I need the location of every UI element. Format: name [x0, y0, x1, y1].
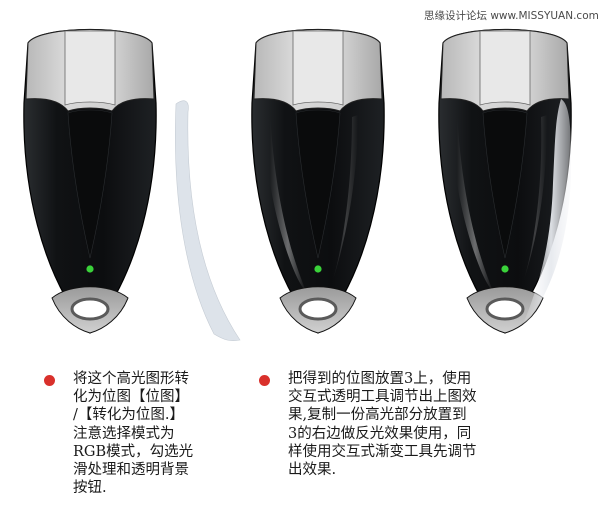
highlight-shape [175, 100, 241, 342]
note-text: 把得到的位图放置3上，使用 交互式透明工具调节出上图效 果,复制一份高光部分放置… [288, 371, 477, 479]
note-step-1: 将这个高光图形转 化为位图【位图】 /【转化为位图.】 注意选择模式为 RGB模… [44, 370, 254, 497]
illustration [22, 28, 573, 342]
watermark: 思缘设计论坛 www.MISSYUAN.com [424, 10, 599, 22]
red-bullet-icon [259, 375, 270, 386]
note-text: 将这个高光图形转 化为位图【位图】 /【转化为位图.】 注意选择模式为 RGB模… [73, 371, 194, 497]
red-bullet-icon [44, 375, 55, 386]
device-stage-1 [22, 28, 158, 335]
device-stage-3 [437, 28, 573, 335]
note-step-2: 把得到的位图放置3上，使用 交互式透明工具调节出上图效 果,复制一份高光部分放置… [259, 370, 589, 479]
device-stage-2 [250, 28, 386, 335]
